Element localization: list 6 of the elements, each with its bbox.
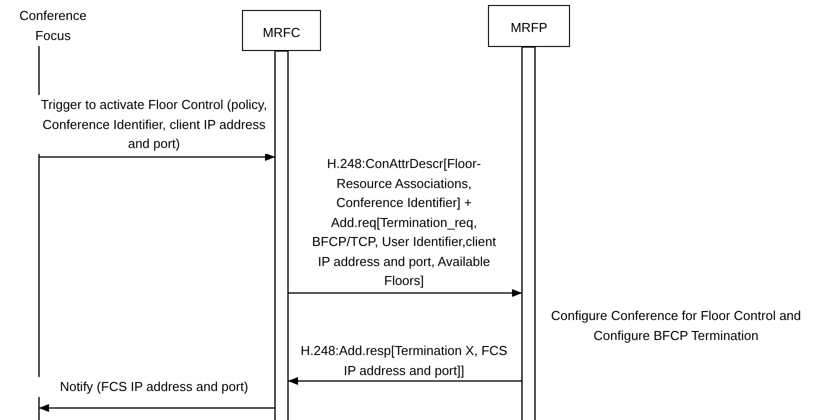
participant-box: MRFP	[488, 5, 570, 47]
arrow	[39, 404, 275, 412]
arrow	[288, 377, 522, 385]
arrow	[288, 289, 522, 297]
arrow	[39, 153, 275, 161]
participant-box: MRFC	[242, 10, 321, 51]
